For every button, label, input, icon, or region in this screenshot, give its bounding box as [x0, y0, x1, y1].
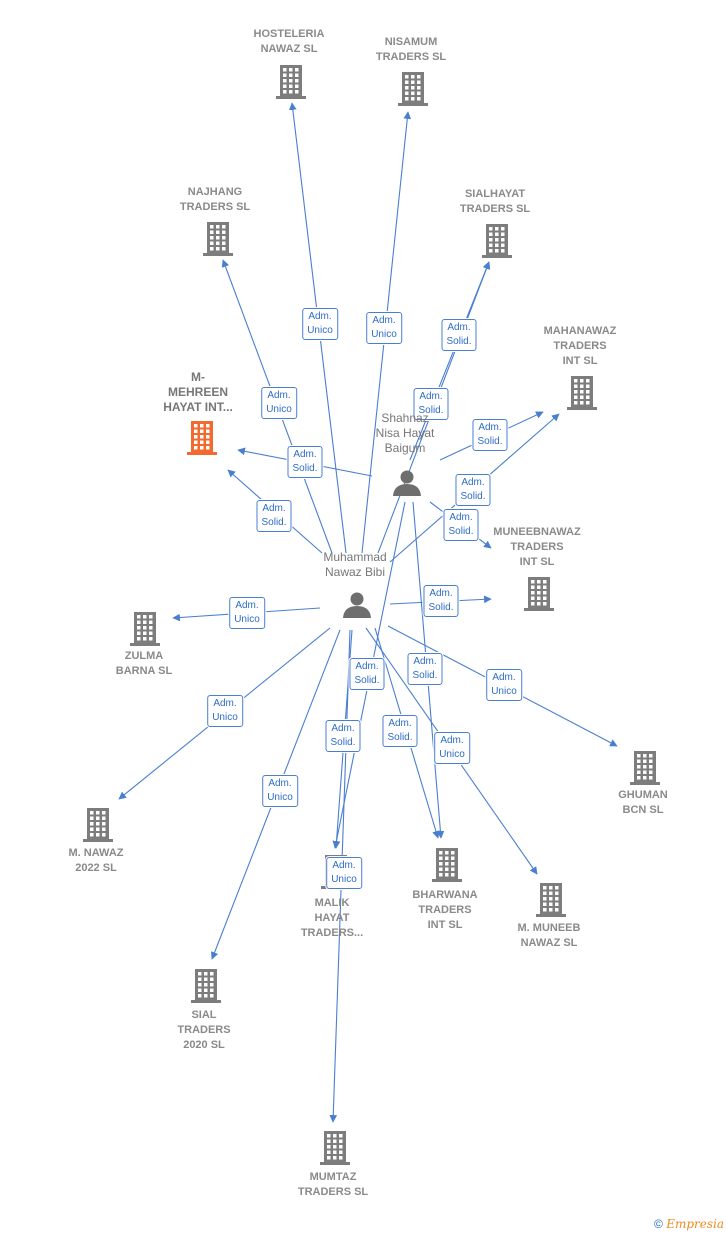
role-badge-shahnaz-sialhayat[interactable]: Adm. Solid. [413, 388, 449, 420]
role-badge-muhammad-sial2020[interactable]: Adm. Unico [262, 775, 298, 807]
building-icon-sial2020[interactable] [191, 969, 221, 1003]
footer-brand: © Empresia [654, 1217, 724, 1231]
role-badge-shahnaz-mehreen[interactable]: Adm. Solid. [287, 446, 323, 478]
company-label-hosteleria[interactable]: HOSTELERIA NAWAZ SL [253, 28, 325, 55]
building-icon-najhang[interactable] [203, 222, 233, 256]
role-badge-muhammad-mmuneeb[interactable]: Adm. Unico [434, 732, 470, 764]
role-badge-muhammad-mnawaz2022[interactable]: Adm. Unico [207, 695, 243, 727]
role-badge-shahnaz-bharwana[interactable]: Adm. Solid. [407, 653, 443, 685]
role-badge-muhammad-bharwana[interactable]: Adm. Solid. [382, 715, 418, 747]
brand-name: Empresia [666, 1217, 724, 1231]
company-label-mumtaz[interactable]: MUMTAZ TRADERS SL [297, 1171, 369, 1198]
company-label-muneebnawaz[interactable]: MUNEEBNAWAZ TRADERS INT SL [493, 525, 581, 568]
building-icon-sialhayat[interactable] [482, 224, 512, 258]
company-label-mnawaz2022[interactable]: M. NAWAZ 2022 SL [68, 847, 124, 874]
role-badge-muhammad-mahanawaz[interactable]: Adm. Solid. [455, 474, 491, 506]
role-badge-muhammad-ghuman[interactable]: Adm. Unico [486, 669, 522, 701]
person-icon-muhammad[interactable] [343, 592, 371, 619]
role-badge-shahnaz-muneebnawaz[interactable]: Adm. Solid. [443, 509, 479, 541]
company-label-bharwana[interactable]: BHARWANA TRADERS INT SL [412, 888, 478, 931]
company-label-mahanawaz[interactable]: MAHANAWAZ TRADERS INT SL [543, 324, 617, 367]
role-badge-shahnaz-malik[interactable]: Adm. Solid. [325, 720, 361, 752]
role-badge-muhammad-mehreen[interactable]: Adm. Solid. [256, 500, 292, 532]
company-label-zulma[interactable]: ZULMA BARNA SL [115, 650, 173, 677]
building-icon-mumtaz[interactable] [320, 1131, 350, 1165]
building-icon-muneebnawaz[interactable] [524, 577, 554, 611]
company-label-najhang[interactable]: NAJHANG TRADERS SL [179, 186, 251, 213]
company-label-nisamum[interactable]: NISAMUM TRADERS SL [375, 36, 447, 63]
building-icon-mnawaz2022[interactable] [83, 808, 113, 842]
building-icon-mahanawaz[interactable] [567, 376, 597, 410]
building-icon-nisamum[interactable] [398, 72, 428, 106]
role-badge-muhammad-malik[interactable]: Adm. Solid. [349, 658, 385, 690]
company-label-malik[interactable]: MALIK HAYAT TRADERS... [300, 896, 364, 939]
company-label-sial2020[interactable]: SIAL TRADERS 2020 SL [177, 1008, 231, 1051]
role-badge-muhammad-sialhayat[interactable]: Adm. Solid. [441, 319, 477, 351]
company-label-sialhayat[interactable]: SIALHAYAT TRADERS SL [459, 188, 531, 215]
person-icon-shahnaz[interactable] [393, 470, 421, 497]
role-badge-shahnaz-mahanawaz[interactable]: Adm. Solid. [472, 419, 508, 451]
company-label-mehreen[interactable]: M- MEHREEN HAYAT INT... [163, 369, 233, 414]
building-icon-ghuman[interactable] [630, 751, 660, 785]
role-badge-muhammad-mumtaz[interactable]: Adm. Unico [326, 857, 362, 889]
building-icon-zulma[interactable] [130, 612, 160, 646]
company-label-ghuman[interactable]: GHUMAN BCN SL [618, 789, 668, 816]
person-label-muhammad[interactable]: Muhammad Nawaz Bibi [323, 550, 387, 579]
role-badge-muhammad-hosteleria[interactable]: Adm. Unico [302, 308, 338, 340]
company-label-mmuneeb[interactable]: M. MUNEEB NAWAZ SL [517, 922, 581, 949]
role-badge-muhammad-nisamum[interactable]: Adm. Unico [366, 312, 402, 344]
role-badge-muhammad-zulma[interactable]: Adm. Unico [229, 597, 265, 629]
role-badge-muhammad-muneebnawaz[interactable]: Adm. Solid. [423, 585, 459, 617]
building-icon-mmuneeb[interactable] [536, 883, 566, 917]
building-icon-hosteleria[interactable] [276, 65, 306, 99]
building-icon-bharwana[interactable] [432, 848, 462, 882]
building-icon-mehreen[interactable] [187, 421, 217, 455]
person-label-shahnaz[interactable]: Shahnaz Nisa Hayat Baigum [375, 410, 435, 455]
role-badge-muhammad-najhang[interactable]: Adm. Unico [261, 387, 297, 419]
copyright-symbol: © [654, 1217, 663, 1231]
